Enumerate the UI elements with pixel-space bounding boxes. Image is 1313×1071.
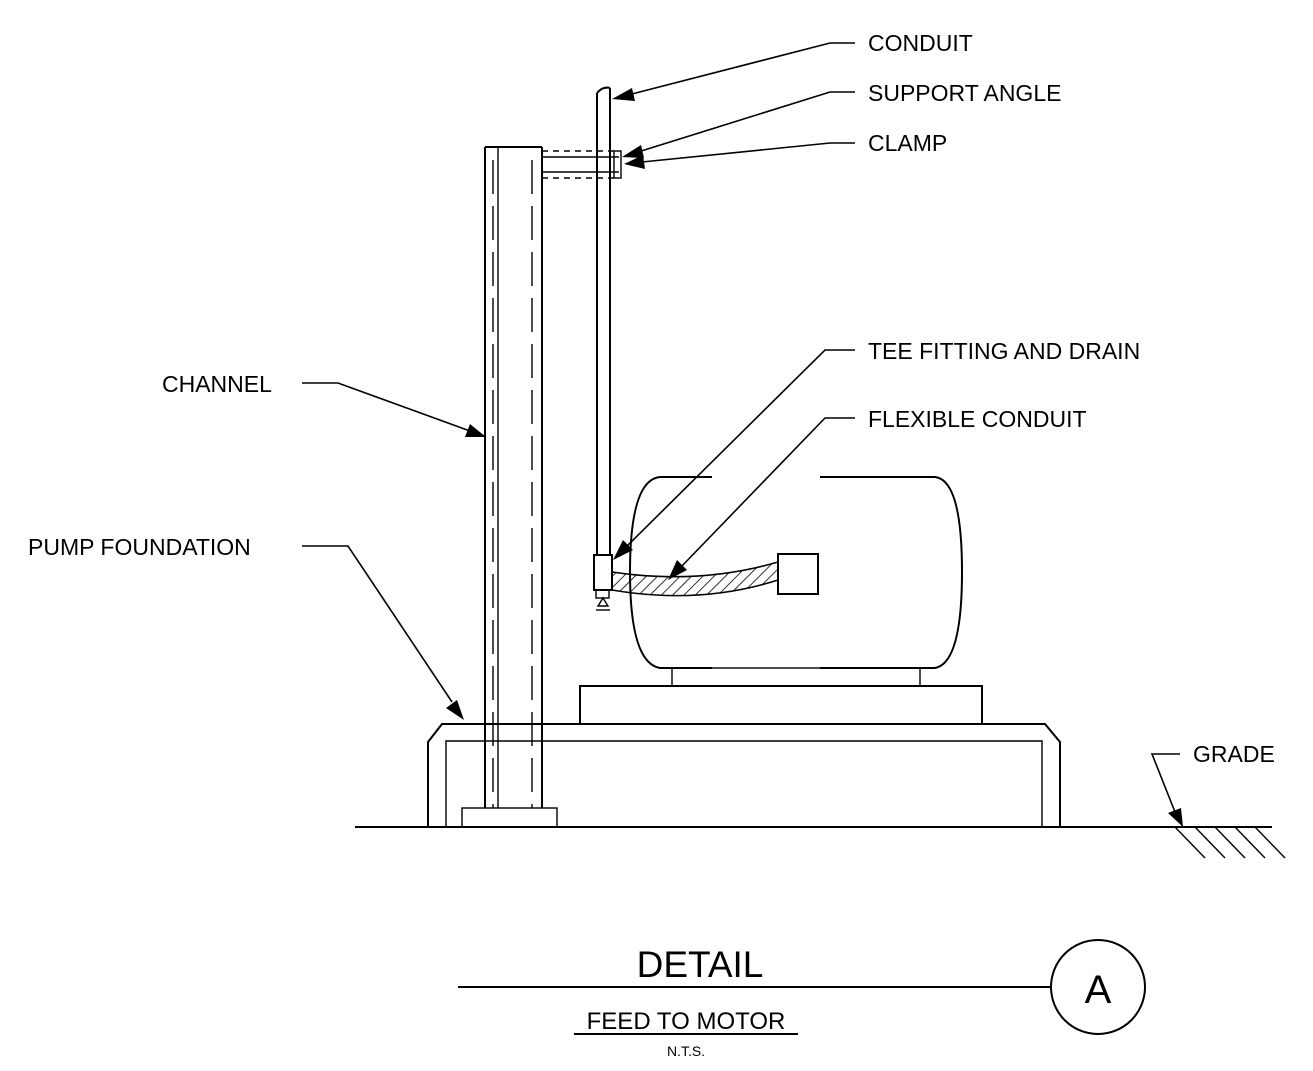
pump-foundation-shape [427,723,1061,828]
leader-pump-foundation [302,545,464,720]
title-block: DETAIL FEED TO MOTOR N.T.S. A [458,939,1146,1059]
grade-line [355,826,1286,859]
label-pump-foundation: PUMP FOUNDATION [28,534,251,560]
flexible-conduit-shape [611,560,779,597]
leader-conduit [612,42,855,101]
leader-flexible-conduit [668,417,855,580]
scale-note: N.T.S. [667,1043,705,1059]
label-conduit: CONDUIT [868,30,973,56]
detail-letter: A [1085,968,1112,1012]
leader-support-angle [622,91,855,158]
channel-shape [484,146,543,808]
leader-channel [302,382,486,437]
motor-base [579,667,983,725]
leader-clamp [624,142,855,169]
leader-tee-fitting [613,349,855,560]
label-tee-fitting: TEE FITTING AND DRAIN [868,338,1140,364]
leader-grade [1150,753,1183,827]
tee-fitting-shape [593,554,613,611]
conduit-shape [596,86,611,555]
label-channel: CHANNEL [162,371,272,397]
label-support-angle: SUPPORT ANGLE [868,80,1061,106]
support-angle-shape [542,150,622,179]
label-clamp: CLAMP [868,130,947,156]
detail-title: DETAIL [637,944,764,985]
label-flexible-conduit: FLEXIBLE CONDUIT [868,406,1087,432]
label-grade: GRADE [1193,741,1275,767]
detail-subtitle: FEED TO MOTOR [587,1008,786,1035]
